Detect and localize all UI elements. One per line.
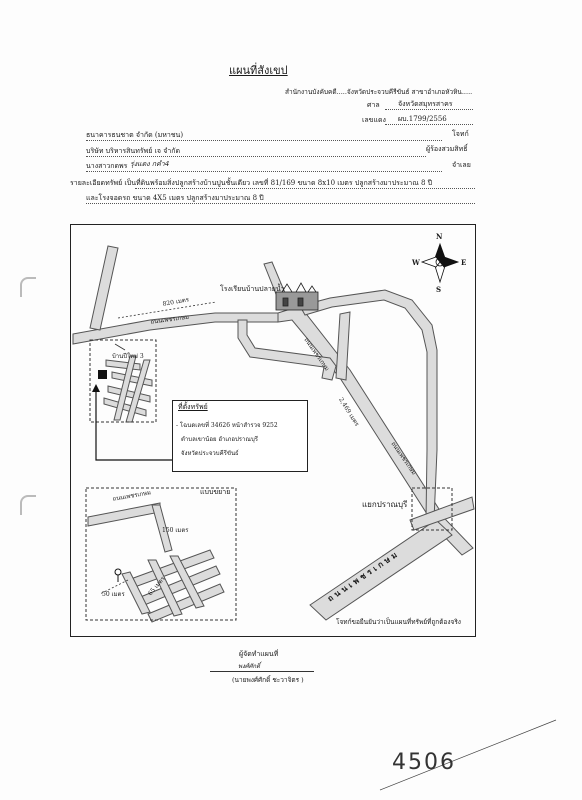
plaintiff-role: โจทก์ [452, 130, 469, 138]
property-detail-line-2: และโรงจอดรถ ขนาด 4X5 เมตร ปลูกสร้างมาประ… [86, 194, 264, 202]
certification-text: โจทก์ขอยืนยันว่าเป็นแผนที่ทรัพย์ที่ถูกต้… [336, 618, 461, 626]
property-pointer [95, 390, 172, 461]
defendant-role: จำเลย [452, 161, 471, 169]
enlarged-map-label: แบบขยาย [200, 488, 231, 496]
map-frame [70, 224, 476, 637]
property-box-line-2: ตำบลเขาน้อย อำเภอปราณบุรี [181, 436, 258, 443]
punch-hole-bottom [20, 495, 36, 515]
map-maker-name: (นายพงศ์ศักดิ์ ชะวาจิตร ) [232, 676, 304, 684]
enlarged-road-side [151, 504, 173, 553]
junction-road-east [409, 496, 475, 531]
detail-underline-1 [135, 188, 475, 189]
property-box-line-3: จังหวัดประจวบคีรีขันธ์ [181, 450, 239, 457]
map-maker-label: ผู้จัดทำแผนที่ [239, 650, 279, 658]
road-diagonal [277, 305, 474, 556]
detail-underline-2 [86, 203, 475, 204]
location-pin-icon [114, 568, 122, 582]
distance-150: 150 เมตร [162, 527, 189, 534]
junction-dashed-box [411, 487, 453, 531]
village-label: บ้านปีใหม่ 3 [112, 353, 144, 360]
school-building-icon [275, 282, 319, 311]
defendant-underline [86, 171, 442, 172]
school-label: โรงเรียนบ้านปลายน้ำ [220, 285, 285, 293]
highway-band [309, 519, 453, 621]
compass-s: S [436, 285, 442, 294]
road-northwest [89, 245, 119, 331]
signature: พงศ์ศักดิ์ [238, 663, 261, 670]
handwritten-number: 4506 [392, 750, 456, 775]
case-number: ผบ.1799/2556 [398, 115, 447, 123]
office-line: สำนักงานบังคับคดี.....จังหวัดประจวบคีรีข… [285, 88, 473, 96]
case-underline [385, 124, 473, 125]
defendant-prefix: นางสาวกดพร [86, 162, 128, 170]
creditor-role: ผู้ร้องสวมสิทธิ์ [426, 145, 468, 153]
creditor-underline [86, 156, 426, 157]
case-label: เลขแดง [362, 116, 386, 124]
plaintiff-underline [86, 140, 442, 141]
village-dashed-box [89, 339, 157, 423]
property-info-box [172, 400, 308, 472]
court-underline [385, 109, 473, 110]
distance-50: 50 เมตร [102, 591, 125, 598]
property-detail-line-1: รายละเอียดทรัพย์ เป็นที่ดินพร้อมสิ่งปลูก… [70, 179, 433, 187]
creditor-name: บริษัท บริหารสินทรัพย์ เจ จำกัด [86, 147, 181, 155]
court-label: ศาล [367, 101, 380, 109]
defendant-handwritten-name: รุ่งแดง กคำ4 [130, 160, 170, 168]
road-inner [237, 319, 337, 381]
property-box-line-1: - โฉนดเลขที่ 34626 หน้าสำรวจ 9252 [176, 422, 278, 429]
plaintiff-name: ธนาคารธนชาต จำกัด (มหาชน) [86, 131, 184, 139]
property-marker [98, 370, 107, 379]
document-title: แผนที่สังเขป [229, 64, 288, 77]
punch-hole-top [20, 277, 36, 297]
court-value: จังหวัดสมุทรสาคร [398, 100, 453, 108]
compass-w: W [412, 258, 420, 267]
junction-label: แยกปราณบุรี [362, 500, 408, 509]
enlarged-dashed-box [85, 487, 237, 621]
signature-line [210, 671, 314, 672]
enlarged-road-main [87, 502, 161, 527]
road-east-branch [335, 311, 351, 381]
compass-e: E [461, 258, 467, 267]
property-box-title: ที่ตั้งทรัพย์ [178, 403, 208, 411]
compass-n: N [436, 232, 443, 241]
compass-rose-icon [420, 242, 460, 284]
